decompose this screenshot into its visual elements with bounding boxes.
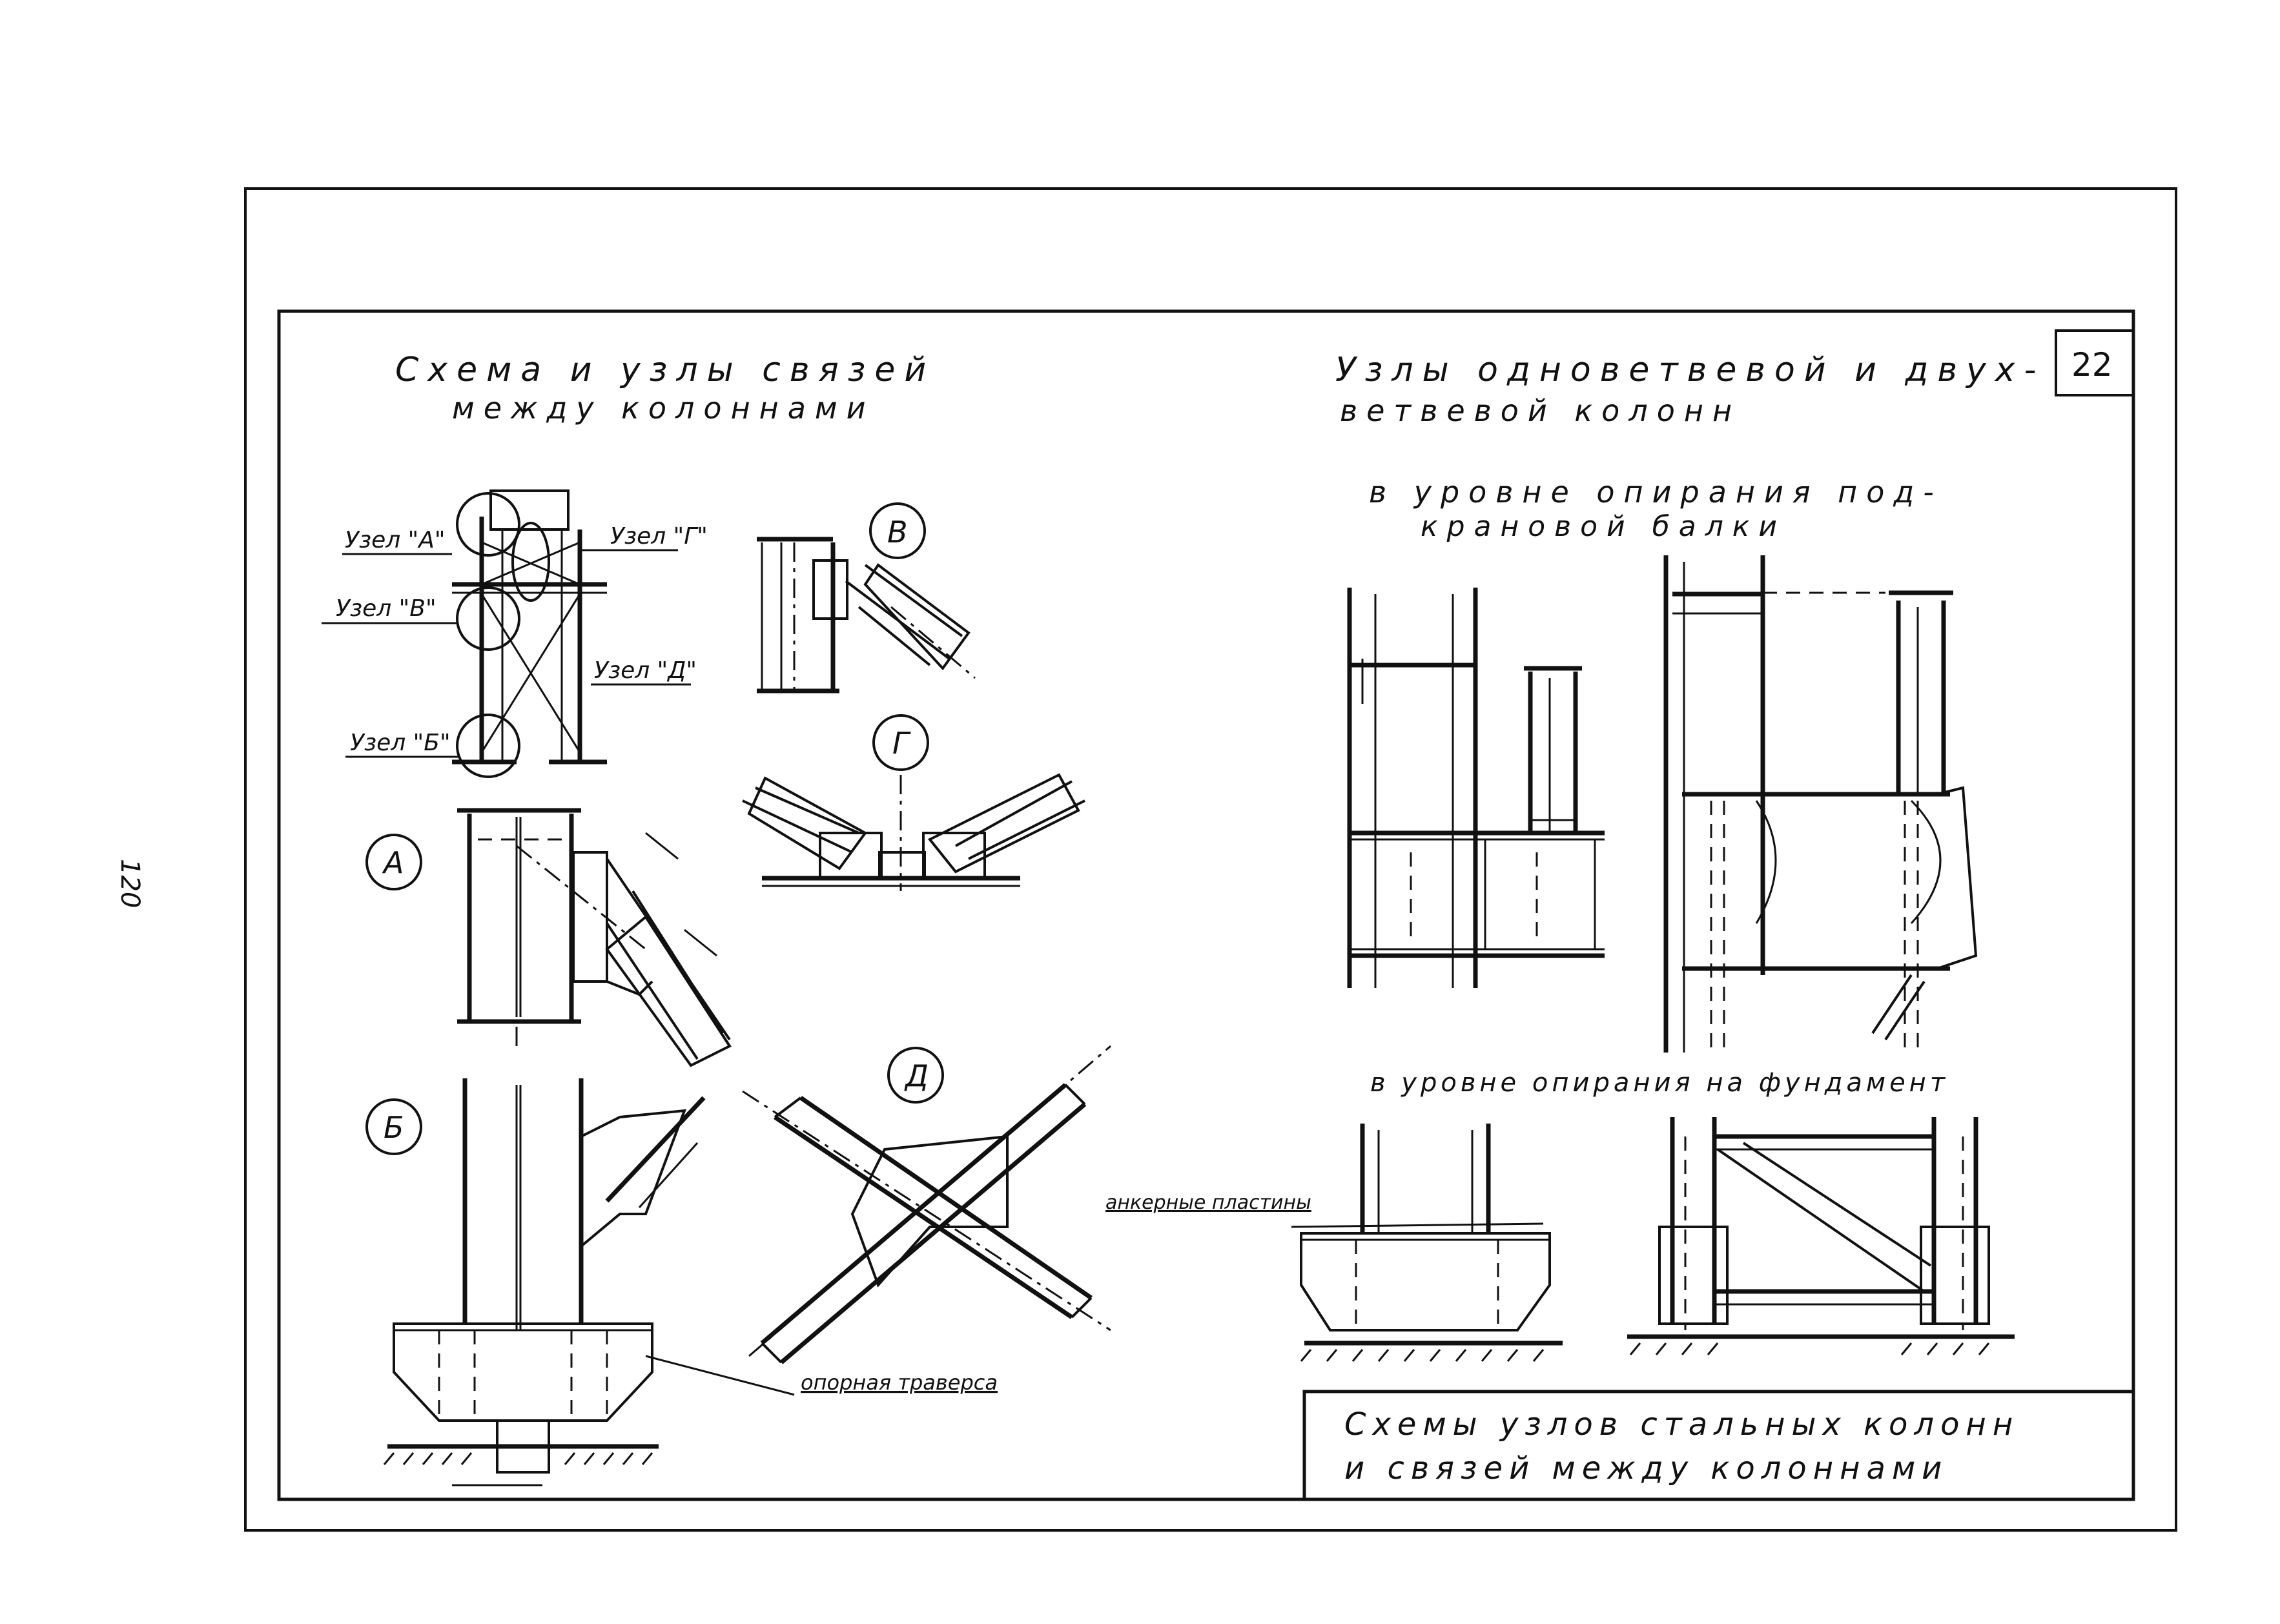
detail-marker-b: Б — [384, 1110, 404, 1145]
detail-g — [742, 714, 1085, 891]
title-block-line2: и связей между колоннами — [1344, 1450, 1948, 1486]
sheet-number: 22 — [2071, 346, 2113, 384]
detail-d — [742, 1045, 1111, 1364]
foundation-two-branch-ground-hatch — [1629, 1342, 1990, 1355]
detail-marker-a-circle — [365, 834, 422, 890]
outer-frame — [244, 187, 2177, 1532]
subtitle-crane-line2: крановой балки — [1421, 510, 1786, 543]
detail-marker-d: Д — [904, 1058, 929, 1093]
foundation-level-two-branch-column — [1627, 1117, 2015, 1339]
crane-level-two-branch-column — [1663, 555, 1978, 1053]
scheme-label-node-g: Узел "Г" — [610, 523, 708, 550]
page-number: 120 — [115, 859, 145, 908]
scheme-node-b-circle — [456, 714, 520, 778]
detail-marker-v-circle — [869, 502, 926, 559]
left-title-line1: Схема и узлы связей — [395, 351, 935, 389]
sheet-number-box: 22 — [2055, 329, 2135, 396]
bracing-scheme — [322, 489, 691, 778]
scheme-label-node-b: Узел "Б" — [350, 730, 451, 756]
detail-b — [365, 1078, 795, 1486]
detail-marker-g: Г — [892, 726, 911, 761]
scheme-node-a-circle — [456, 492, 520, 557]
scheme-label-node-v: Узел "В" — [336, 595, 436, 622]
title-block — [1302, 1390, 2135, 1501]
subtitle-foundation: в уровне опирания на фундамент — [1370, 1068, 1949, 1098]
detail-marker-g-circle — [872, 714, 929, 771]
crane-level-single-column — [1347, 588, 1605, 988]
annotation-support-traverse: опорная траверса — [801, 1370, 998, 1395]
scheme-label-node-a: Узел "А" — [345, 527, 445, 553]
inner-frame — [277, 309, 2135, 1501]
scheme-label-node-d: Узел "Д" — [594, 657, 697, 684]
detail-marker-d-circle — [887, 1047, 944, 1104]
detail-b-ground-hatch — [383, 1452, 653, 1465]
left-title-line2: между колоннами — [452, 391, 875, 426]
scheme-node-v-circle — [456, 586, 520, 651]
detail-marker-b-circle — [365, 1098, 422, 1155]
foundation-level-single-column — [1291, 1124, 1563, 1346]
detail-marker-a: А — [382, 845, 404, 880]
detail-a — [365, 808, 732, 1067]
detail-v — [757, 502, 976, 694]
detail-marker-v: В — [887, 515, 908, 550]
right-title-line1: Узлы одноветвевой и двух- — [1335, 351, 2045, 389]
title-block-line1: Схемы узлов стальных колонн — [1344, 1406, 2019, 1443]
right-title-line2: ветвевой колонн — [1340, 393, 1741, 428]
subtitle-crane-line1: в уровне опирания под- — [1369, 475, 1943, 509]
annotation-anchor-plates: анкерные пластины — [1105, 1191, 1311, 1214]
foundation-single-ground-hatch — [1300, 1349, 1545, 1362]
